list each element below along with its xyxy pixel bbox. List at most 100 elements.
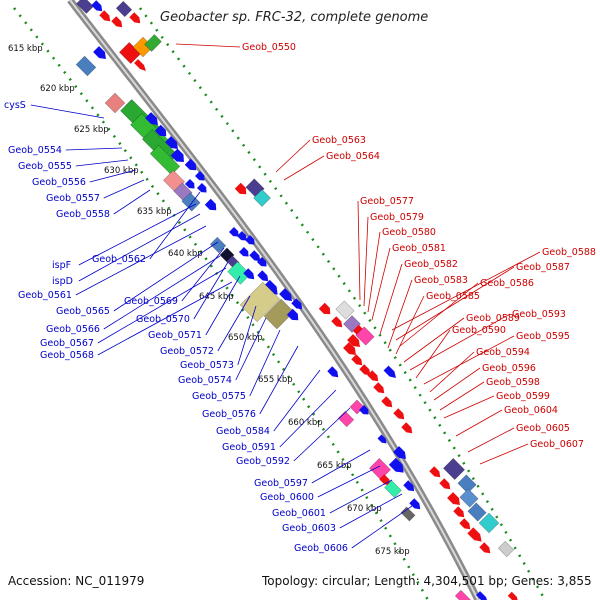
gene-arrow — [91, 0, 103, 12]
gene-label-geob_0585[interactable]: Geob_0585 — [426, 291, 480, 302]
gene-label-cyss[interactable]: cysS — [4, 100, 26, 111]
genome-title: Geobacter sp. FRC-32, complete genome — [160, 10, 429, 25]
leader-line — [403, 317, 465, 363]
leader-line — [181, 247, 225, 302]
gene-label-geob_0600[interactable]: Geob_0600 — [260, 492, 314, 503]
gene-label-geob_0590[interactable]: Geob_0590 — [452, 325, 506, 336]
gene-label-geob_0591[interactable]: Geob_0591 — [222, 442, 276, 453]
gene-label-geob_0604[interactable]: Geob_0604 — [504, 405, 558, 416]
gene-arrow — [145, 112, 158, 125]
gene-label-geob_0582[interactable]: Geob_0582 — [404, 259, 458, 270]
gene-label-geob_0605[interactable]: Geob_0605 — [516, 423, 570, 434]
leader-line — [391, 251, 541, 331]
gene-labels[interactable]: cysS Geob_0554Geob_0555Geob_0556Geob_0557… — [4, 42, 596, 554]
gene-label-geob_0583[interactable]: Geob_0583 — [414, 275, 468, 286]
gene-box — [144, 34, 162, 52]
gene-arrow — [403, 480, 415, 492]
gene-label-geob_0587[interactable]: Geob_0587 — [516, 262, 570, 273]
gene-label-ispf[interactable]: ispF — [52, 260, 71, 271]
leader-line — [379, 263, 403, 335]
gene-arrow — [327, 366, 339, 378]
gene-label-geob_0564[interactable]: Geob_0564 — [326, 151, 380, 162]
gene-label-geob_0596[interactable]: Geob_0596 — [482, 363, 536, 374]
leader-line — [259, 345, 299, 415]
gene-label-geob_0592[interactable]: Geob_0592 — [236, 456, 290, 467]
gene-box — [459, 488, 479, 508]
gene-label-geob_0563[interactable]: Geob_0563 — [312, 135, 366, 146]
gene-arrow — [377, 434, 387, 444]
gene-label-geob_0565[interactable]: Geob_0565 — [56, 306, 110, 317]
gene-label-geob_0599[interactable]: Geob_0599 — [496, 391, 550, 402]
gene-label-geob_0589[interactable]: Geob_0589 — [466, 313, 520, 324]
gene-box — [457, 474, 477, 494]
gene-label-geob_0606[interactable]: Geob_0606 — [294, 543, 348, 554]
gene-label-geob_0562[interactable]: Geob_0562 — [92, 254, 146, 265]
gene-label-geob_0579[interactable]: Geob_0579 — [370, 212, 424, 223]
leader-line — [103, 179, 145, 199]
leader-line — [439, 381, 485, 411]
gene-label-geob_0588[interactable]: Geob_0588 — [542, 247, 596, 258]
leader-line — [455, 409, 503, 437]
gene-label-geob_0558[interactable]: Geob_0558 — [56, 209, 110, 220]
gene-label-geob_0580[interactable]: Geob_0580 — [382, 227, 436, 238]
gene-label-geob_0573[interactable]: Geob_0573 — [180, 360, 234, 371]
gene-label-geob_0574[interactable]: Geob_0574 — [178, 375, 232, 386]
leader-line — [415, 329, 451, 379]
gene-label-geob_0603[interactable]: Geob_0603 — [282, 523, 336, 534]
gene-box — [478, 512, 500, 534]
gene-label-geob_0554[interactable]: Geob_0554 — [8, 145, 62, 156]
gene-label-geob_0594[interactable]: Geob_0594 — [476, 347, 530, 358]
gene-box — [227, 261, 251, 285]
leader-line — [30, 104, 105, 119]
gene-label-geob_0569[interactable]: Geob_0569 — [124, 296, 178, 307]
gene-label-geob_0571[interactable]: Geob_0571 — [148, 330, 202, 341]
leader-line — [479, 443, 529, 465]
gene-arrow — [184, 178, 195, 189]
gene-label-geob_0595[interactable]: Geob_0595 — [516, 331, 570, 342]
gene-label-geob_0597[interactable]: Geob_0597 — [254, 478, 308, 489]
leader-line — [78, 203, 197, 266]
gene-label-geob_0577[interactable]: Geob_0577 — [360, 196, 414, 207]
gene-label-geob_0607[interactable]: Geob_0607 — [530, 439, 584, 450]
gene-label-geob_0568[interactable]: Geob_0568 — [40, 350, 94, 361]
gene-label-geob_0550[interactable]: Geob_0550 — [242, 42, 296, 53]
gene-label-geob_0586[interactable]: Geob_0586 — [480, 278, 534, 289]
gene-arrow — [111, 16, 123, 28]
gene-label-geob_0576[interactable]: Geob_0576 — [202, 409, 256, 420]
ruler-label: 670 kbp — [347, 504, 382, 514]
gene-arrow — [459, 518, 471, 530]
gene-box — [454, 589, 472, 600]
gene-box — [253, 189, 271, 207]
gene-arrow — [347, 334, 360, 347]
gene-label-geob_0566[interactable]: Geob_0566 — [46, 324, 100, 335]
gene-label-ispd[interactable]: ispD — [52, 276, 73, 287]
gene-label-geob_0561[interactable]: Geob_0561 — [18, 290, 72, 301]
ruler-label: 640 kbp — [168, 249, 203, 259]
gene-label-geob_0584[interactable]: Geob_0584 — [216, 426, 270, 437]
gene-box — [104, 92, 126, 114]
gene-box — [467, 502, 487, 522]
ruler-label: 635 kbp — [137, 207, 172, 217]
gene-label-geob_0598[interactable]: Geob_0598 — [486, 377, 540, 388]
gene-label-geob_0555[interactable]: Geob_0555 — [18, 161, 72, 172]
gene-arrow — [257, 270, 269, 282]
gene-label-geob_0581[interactable]: Geob_0581 — [392, 243, 446, 254]
ruler-label: 675 kbp — [375, 547, 410, 557]
leader-line — [387, 279, 413, 349]
gene-label-geob_0557[interactable]: Geob_0557 — [46, 193, 100, 204]
gene-label-geob_0601[interactable]: Geob_0601 — [272, 508, 326, 519]
leader-line — [149, 191, 201, 260]
leader-line — [205, 275, 241, 336]
gene-arrow — [99, 10, 111, 22]
gene-arrow — [236, 230, 247, 241]
gene-label-geob_0556[interactable]: Geob_0556 — [32, 177, 86, 188]
gene-arrow — [279, 288, 292, 301]
gene-label-geob_0575[interactable]: Geob_0575 — [192, 391, 246, 402]
ruler-label: 625 kbp — [74, 125, 109, 135]
leader-line — [75, 159, 129, 167]
gene-label-geob_0567[interactable]: Geob_0567 — [40, 338, 94, 349]
gene-label-geob_0593[interactable]: Geob_0593 — [512, 309, 566, 320]
gene-label-geob_0570[interactable]: Geob_0570 — [136, 314, 190, 325]
gene-arrow — [351, 354, 363, 366]
gene-label-geob_0572[interactable]: Geob_0572 — [160, 346, 214, 357]
